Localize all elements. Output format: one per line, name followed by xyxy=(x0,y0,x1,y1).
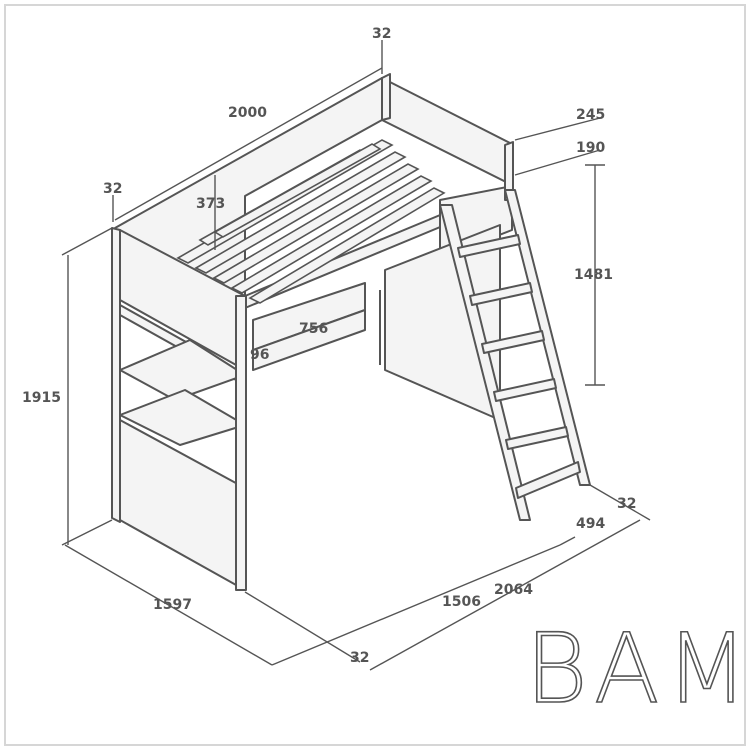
dim-label: 756 xyxy=(299,321,328,337)
dim-ext xyxy=(589,484,651,521)
slat xyxy=(213,143,382,238)
slat xyxy=(194,151,407,274)
ladder-rung xyxy=(515,461,581,499)
ladder-rung xyxy=(481,330,545,354)
ladder-rung xyxy=(493,378,557,402)
post-front-right xyxy=(235,295,247,591)
dim-line-2064 xyxy=(369,519,641,671)
dim-line-2000 xyxy=(114,67,383,221)
dim-line-494 xyxy=(559,536,576,546)
dim-label: 96 xyxy=(250,347,269,363)
dim-ext xyxy=(61,227,113,256)
dim-label: 245 xyxy=(576,107,605,123)
dim-label: 32 xyxy=(350,650,369,666)
dim-label: 32 xyxy=(103,181,122,197)
ladder-rung xyxy=(469,282,533,306)
dim-label: 190 xyxy=(576,140,605,156)
ladder-rung xyxy=(457,234,521,258)
dim-label: 494 xyxy=(576,516,605,532)
dim-label: 32 xyxy=(617,496,636,512)
dim-line-1506 xyxy=(271,544,561,666)
dim-line-1597 xyxy=(64,544,273,666)
dim-line-245 xyxy=(514,117,601,141)
dimension-labels: 32 2000 32 373 245 190 1481 756 96 1915 … xyxy=(22,26,636,666)
dim-label: 2064 xyxy=(494,582,533,598)
dim-label: 2000 xyxy=(228,105,267,121)
brand-logo: BAMI xyxy=(525,613,750,725)
ladder-rung xyxy=(505,426,569,450)
slat xyxy=(230,175,433,294)
post-front-left xyxy=(111,227,121,523)
slats xyxy=(176,139,446,304)
slat xyxy=(248,187,446,304)
dim-label: 1597 xyxy=(153,597,192,613)
dim-label: 32 xyxy=(372,26,391,42)
dim-ext xyxy=(61,519,113,546)
drawer-body xyxy=(252,309,366,371)
dim-label: 1506 xyxy=(442,594,481,610)
dim-ext xyxy=(244,591,361,663)
dim-line-190 xyxy=(514,149,601,176)
ladder xyxy=(439,189,591,521)
slat xyxy=(212,163,420,284)
dim-label: 373 xyxy=(196,196,225,212)
dim-label: 1915 xyxy=(22,390,61,406)
dimension-lines xyxy=(61,40,651,671)
dim-label: 1481 xyxy=(574,267,613,283)
back-post xyxy=(381,73,391,121)
